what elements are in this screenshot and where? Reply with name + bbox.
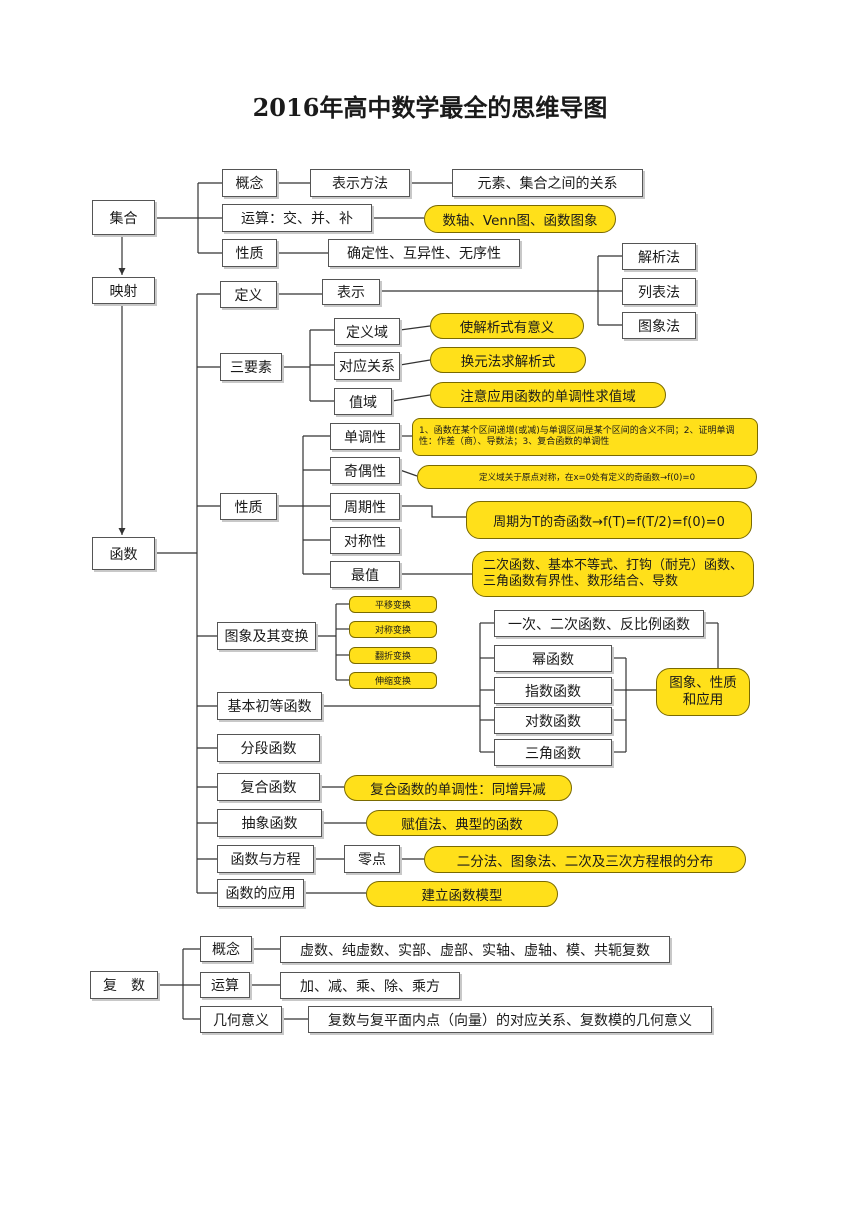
note-fn-correspondence: 换元法求解析式 xyxy=(430,347,586,373)
note-fn-range: 注意应用函数的单调性求值域 xyxy=(430,382,666,408)
note-fn-abstract: 赋值法、典型的函数 xyxy=(366,810,558,836)
node-fn-composite: 复合函数 xyxy=(217,773,320,801)
node-function: 函数 xyxy=(92,537,155,570)
note-fn-domain: 使解析式有意义 xyxy=(430,313,584,339)
node-fn-three-elements: 三要素 xyxy=(220,353,282,381)
note-transform-translate: 平移变换 xyxy=(349,596,437,613)
node-fn-monotonicity: 单调性 xyxy=(330,423,400,450)
note-fn-monotonicity: 1、函数在某个区间递增(或减)与单调区间是某个区间的含义不同；2、证明单调性：作… xyxy=(412,418,758,456)
note-transform-scale: 伸缩变换 xyxy=(349,672,437,689)
node-rep-analytic: 解析法 xyxy=(622,243,696,270)
note-fn-extremum: 二次函数、基本不等式、打钩（耐克）函数、三角函数有界性、数形结合、导数 xyxy=(472,551,754,597)
node-complex-concept: 概念 xyxy=(200,936,252,962)
node-fn-extremum: 最值 xyxy=(330,561,400,588)
node-set-concept: 概念 xyxy=(222,169,277,197)
node-fn-representation: 表示 xyxy=(322,279,380,305)
node-elem-logarithm: 对数函数 xyxy=(494,707,612,734)
node-complex-concept-detail: 虚数、纯虚数、实部、虚部、实轴、虚轴、模、共轭复数 xyxy=(280,936,670,963)
node-set-properties-detail: 确定性、互异性、无序性 xyxy=(328,239,520,267)
node-complex-operations-detail: 加、减、乘、除、乘方 xyxy=(280,972,460,999)
node-set-properties: 性质 xyxy=(222,239,277,267)
node-fn-symmetry: 对称性 xyxy=(330,527,400,554)
node-elem-exponential: 指数函数 xyxy=(494,677,612,704)
node-fn-zero: 零点 xyxy=(344,845,400,873)
node-fn-graph: 图象及其变换 xyxy=(217,622,316,650)
node-rep-table: 列表法 xyxy=(622,278,696,305)
page-title: 2016年高中数学最全的思维导图 xyxy=(252,93,608,122)
node-fn-range: 值域 xyxy=(334,388,392,415)
node-fn-correspondence: 对应关系 xyxy=(334,352,400,380)
node-fn-properties: 性质 xyxy=(220,493,277,520)
node-fn-piecewise: 分段函数 xyxy=(217,734,320,762)
node-set-operations: 运算：交、并、补 xyxy=(222,204,372,232)
node-fn-definition: 定义 xyxy=(220,281,277,308)
node-fn-domain: 定义域 xyxy=(334,318,400,345)
node-complex: 复 数 xyxy=(90,971,158,999)
node-set-relation: 元素、集合之间的关系 xyxy=(452,169,643,197)
node-fn-parity: 奇偶性 xyxy=(330,457,400,484)
node-complex-geometry: 几何意义 xyxy=(200,1006,282,1033)
node-set-representation: 表示方法 xyxy=(310,169,410,197)
node-fn-elementary: 基本初等函数 xyxy=(217,692,322,720)
note-transform-symmetric: 对称变换 xyxy=(349,621,437,638)
note-fn-parity: 定义域关于原点对称，在x=0处有定义的奇函数→f(0)=0 xyxy=(417,465,757,489)
node-set: 集合 xyxy=(92,200,155,235)
note-transform-flip: 翻折变换 xyxy=(349,647,437,664)
note-set-operations-tools: 数轴、Venn图、函数图象 xyxy=(424,205,616,233)
node-fn-periodicity: 周期性 xyxy=(330,493,400,520)
note-fn-zero: 二分法、图象法、二次及三次方程根的分布 xyxy=(424,846,746,873)
note-fn-composite: 复合函数的单调性：同增异减 xyxy=(344,775,572,801)
note-fn-application: 建立函数模型 xyxy=(366,881,558,907)
node-fn-equation: 函数与方程 xyxy=(217,845,314,873)
node-complex-geometry-detail: 复数与复平面内点（向量）的对应关系、复数模的几何意义 xyxy=(308,1006,712,1033)
node-elem-trig: 三角函数 xyxy=(494,739,612,766)
note-fn-periodicity: 周期为T的奇函数→f(T)=f(T/2)=f(0)=0 xyxy=(466,501,752,539)
node-fn-application: 函数的应用 xyxy=(217,879,304,907)
node-fn-abstract: 抽象函数 xyxy=(217,809,322,837)
node-rep-graph: 图象法 xyxy=(622,312,696,339)
node-elem-linear: 一次、二次函数、反比例函数 xyxy=(494,610,704,637)
node-complex-operations: 运算 xyxy=(200,972,250,998)
node-elem-power: 幂函数 xyxy=(494,645,612,672)
note-elem-usage: 图象、性质和应用 xyxy=(656,668,750,716)
node-mapping: 映射 xyxy=(92,277,155,304)
